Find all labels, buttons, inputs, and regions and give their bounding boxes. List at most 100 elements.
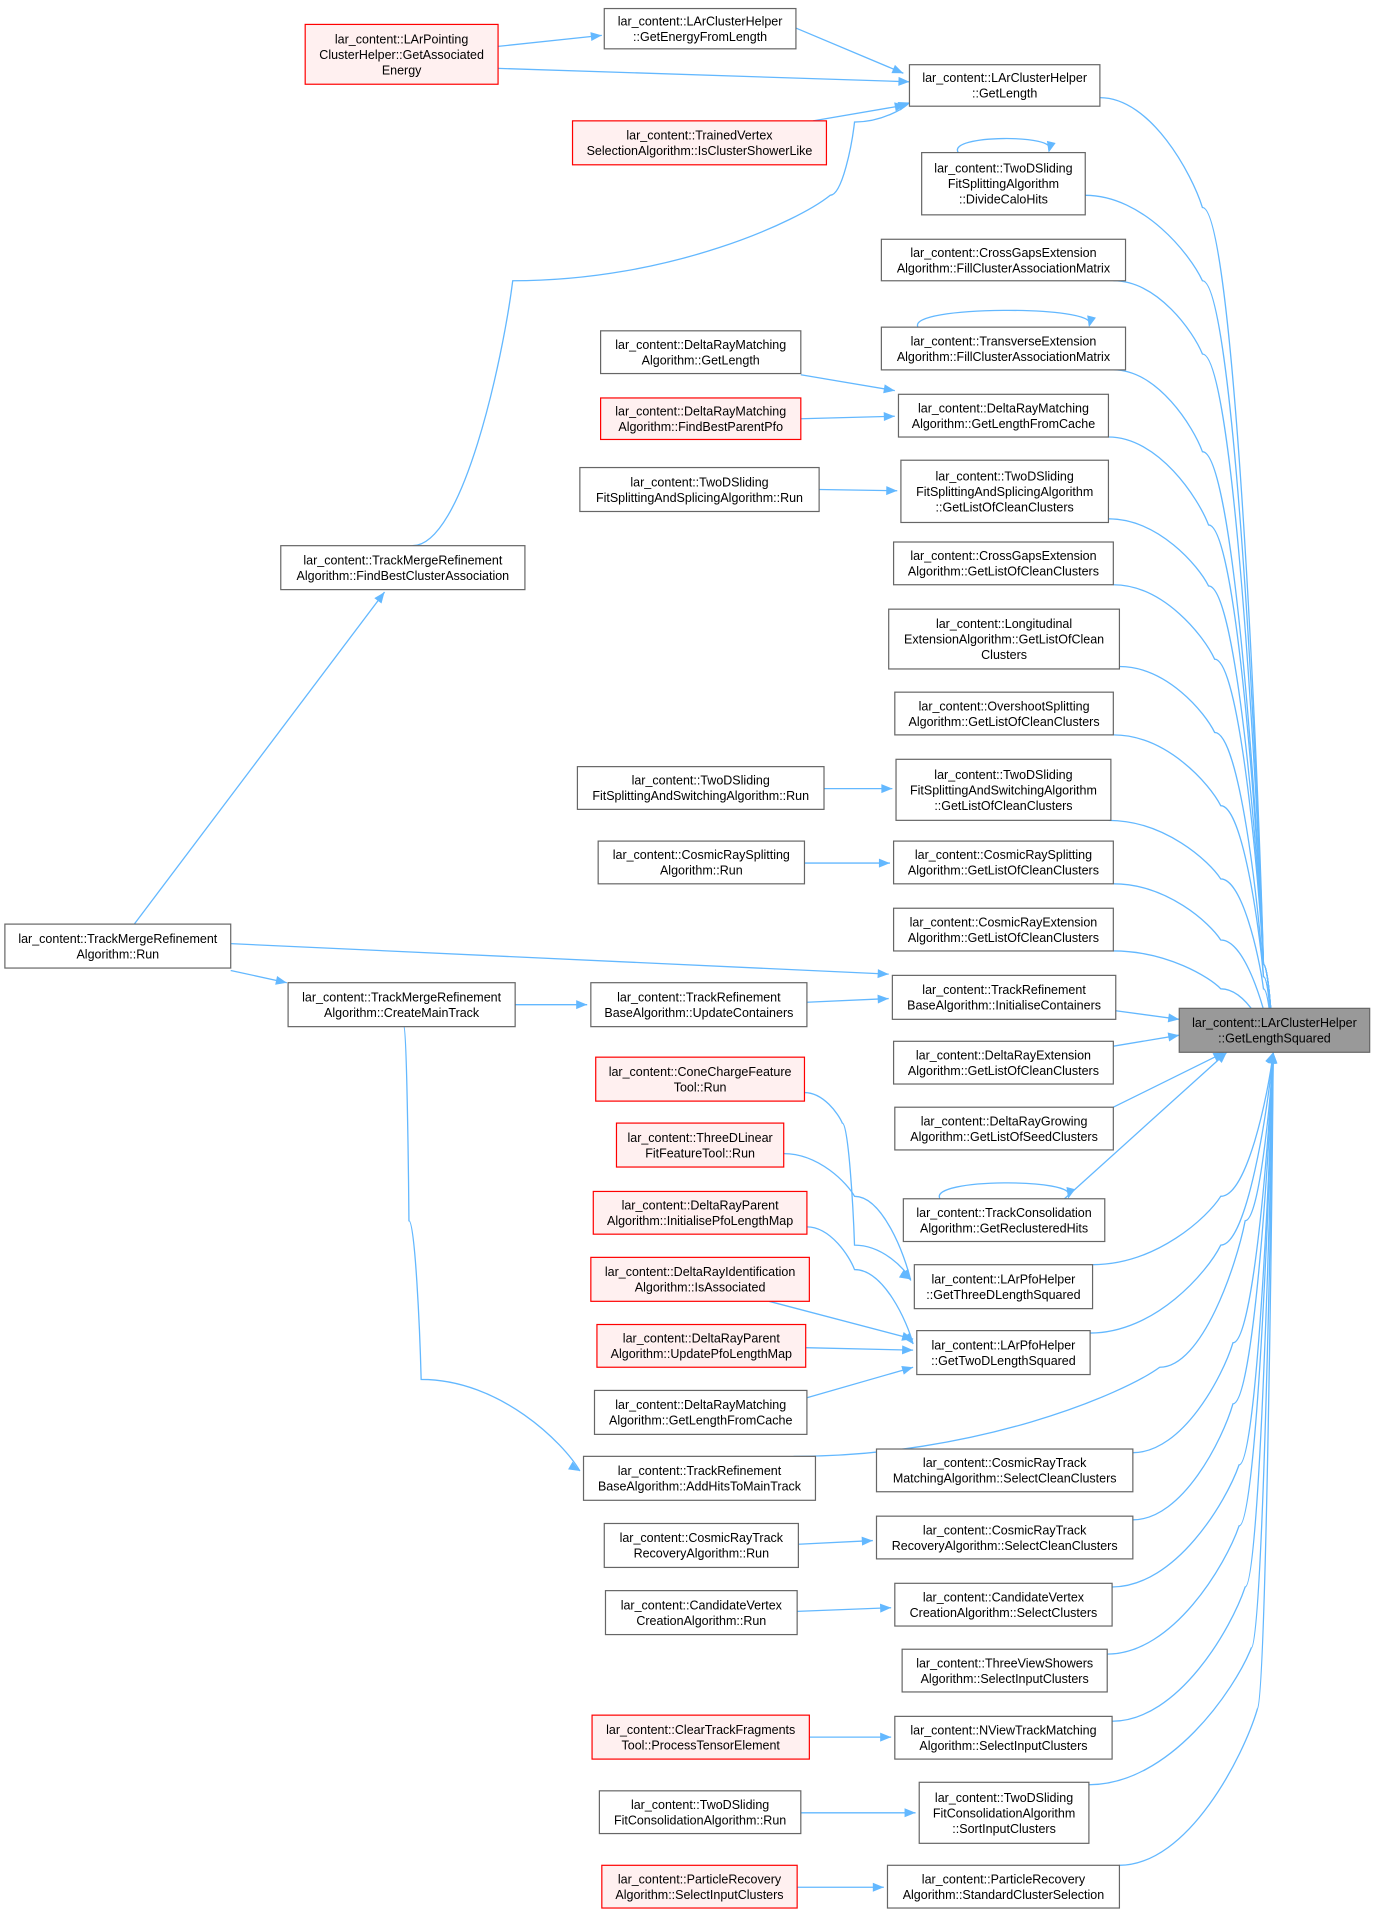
node-drmbestparent[interactable]: lar_content::DeltaRayMatchingAlgorithm::…: [600, 397, 802, 441]
node-box: [908, 64, 1101, 107]
node-traddhits[interactable]: lar_content::TrackRefinementBaseAlgorith…: [582, 1455, 817, 1501]
node-box: [579, 466, 820, 513]
node-drgseed[interactable]: lar_content::DeltaRayGrowingAlgorithm::G…: [894, 1106, 1114, 1151]
edge-prstandard-to-focus: [1119, 1052, 1274, 1866]
node-drelist[interactable]: lar_content::DeltaRayExtensionAlgorithm:…: [892, 1040, 1114, 1085]
node-label: ::GetThreeDLengthSquared: [926, 1288, 1080, 1302]
node-trinit[interactable]: lar_content::TrackRefinementBaseAlgorith…: [891, 974, 1117, 1020]
node-label: FitSplittingAndSplicingAlgorithm: [916, 485, 1093, 499]
self-loop-transversefill: [917, 309, 1090, 328]
node-tdswitchrun[interactable]: lar_content::TwoDSlidingFitSplittingAndS…: [576, 766, 825, 810]
node-threedlinear[interactable]: lar_content::ThreeDLinearFitFeatureTool:…: [615, 1122, 785, 1168]
node-drmcache[interactable]: lar_content::DeltaRayMatchingAlgorithm::…: [897, 393, 1110, 438]
node-trained[interactable]: lar_content::TrainedVertexSelectionAlgor…: [571, 120, 828, 166]
node-prselect[interactable]: lar_content::ParticleRecoveryAlgorithm::…: [601, 1864, 798, 1909]
node-overshootlist[interactable]: lar_content::OvershootSplittingAlgorithm…: [894, 691, 1114, 736]
node-label: FitSplittingAndSwitchingAlgorithm::Run: [592, 789, 809, 803]
node-label: lar_content::ThreeDLinear: [627, 1131, 772, 1145]
node-prstandard[interactable]: lar_content::ParticleRecoveryAlgorithm::…: [886, 1864, 1121, 1909]
node-box: [600, 397, 802, 441]
edge-drident-to-pfo2d: [768, 1300, 914, 1340]
node-drpinit[interactable]: lar_content::DeltaRayParentAlgorithm::In…: [592, 1190, 808, 1235]
node-drmcache2[interactable]: lar_content::DeltaRayMatchingAlgorithm::…: [593, 1389, 808, 1435]
node-box: [897, 393, 1110, 438]
node-box: [582, 1455, 817, 1501]
node-crelist[interactable]: lar_content::CosmicRayExtensionAlgorithm…: [892, 907, 1114, 952]
node-crslist[interactable]: lar_content::CosmicRaySplittingAlgorithm…: [892, 840, 1114, 885]
node-pointing[interactable]: lar_content::LArPointingClusterHelper::G…: [304, 23, 499, 85]
edge-pfo2d-to-focus: [1090, 1052, 1274, 1334]
node-tdconssort[interactable]: lar_content::TwoDSlidingFitConsolidation…: [918, 1781, 1090, 1844]
node-energy[interactable]: lar_content::LArClusterHelper::GetEnergy…: [603, 7, 797, 50]
node-label: Algorithm::GetReclusteredHits: [920, 1221, 1088, 1235]
node-tmcreate[interactable]: lar_content::TrackMergeRefinementAlgorit…: [287, 982, 516, 1028]
node-tdswitchlist[interactable]: lar_content::TwoDSlidingFitSplittingAndS…: [895, 758, 1112, 821]
node-trupdate[interactable]: lar_content::TrackRefinementBaseAlgorith…: [590, 982, 808, 1028]
edge-drgseed-to-focus: [1113, 1051, 1225, 1108]
node-label: ExtensionAlgorithm::GetListOfClean: [904, 633, 1104, 647]
node-box: [601, 1864, 798, 1909]
node-nvtmselect[interactable]: lar_content::NViewTrackMatchingAlgorithm…: [894, 1715, 1113, 1760]
node-tcrecl[interactable]: lar_content::TrackConsolidationAlgorithm…: [902, 1198, 1106, 1243]
edge-crossgapslist-to-focus: [1113, 584, 1274, 1053]
node-box: [892, 541, 1114, 586]
node-label: lar_content::CosmicRayTrack: [923, 1523, 1087, 1537]
edge-pfo3d-to-focus: [1092, 1052, 1274, 1266]
node-label: Algorithm::GetListOfCleanClusters: [908, 931, 1099, 945]
node-box: [596, 1323, 807, 1368]
node-crtrselect[interactable]: lar_content::CosmicRayTrackRecoveryAlgor…: [875, 1515, 1134, 1560]
node-tdconsrun[interactable]: lar_content::TwoDSlidingFitConsolidation…: [598, 1790, 802, 1835]
node-tdsplicerun[interactable]: lar_content::TwoDSlidingFitSplittingAndS…: [579, 466, 820, 513]
node-label: lar_content::TrainedVertex: [626, 129, 773, 143]
arrowhead-drelist-to-focus: [1167, 1032, 1180, 1042]
node-drident[interactable]: lar_content::DeltaRayIdentificationAlgor…: [590, 1256, 810, 1302]
node-label: Algorithm::GetListOfCleanClusters: [908, 1064, 1099, 1078]
node-label: lar_content::CandidateVertex: [621, 1598, 783, 1612]
node-tmfind[interactable]: lar_content::TrackMergeRefinementAlgorit…: [280, 545, 526, 591]
node-tdsplicelist[interactable]: lar_content::TwoDSlidingFitSplittingAndS…: [900, 459, 1110, 524]
node-longlist[interactable]: lar_content::LongitudinalExtensionAlgori…: [888, 608, 1121, 670]
node-label: Algorithm::SelectInputClusters: [919, 1739, 1087, 1753]
node-box: [595, 1056, 806, 1102]
node-cvrun[interactable]: lar_content::CandidateVertexCreationAlgo…: [604, 1590, 798, 1636]
node-transversefill[interactable]: lar_content::TransverseExtensionAlgorith…: [880, 326, 1127, 371]
node-tmrun[interactable]: lar_content::TrackMergeRefinementAlgorit…: [4, 923, 232, 969]
node-box: [592, 1190, 808, 1235]
node-pfo3d[interactable]: lar_content::LArPfoHelper::GetThreeDLeng…: [913, 1264, 1094, 1310]
node-ctfprocess[interactable]: lar_content::ClearTrackFragmentsTool::Pr…: [591, 1714, 810, 1760]
node-label: lar_content::CrossGapsExtension: [910, 549, 1096, 563]
node-label: lar_content::TwoDSliding: [632, 774, 770, 788]
node-box: [280, 545, 526, 591]
node-drpupdate[interactable]: lar_content::DeltaRayParentAlgorithm::Up…: [596, 1323, 807, 1368]
arrowhead-self-loop-transversefill: [1087, 315, 1096, 328]
edge-crtrrun-to-crtrselect: [798, 1539, 873, 1545]
edge-transversefill-to-focus: [1113, 369, 1274, 1053]
node-label: lar_content::TrackRefinement: [617, 990, 781, 1004]
node-label: Algorithm::FindBestClusterAssociation: [297, 569, 510, 583]
arrowhead-tmcreate-to-trupdate: [576, 1000, 588, 1010]
node-getlength[interactable]: lar_content::LArClusterHelper::GetLength: [908, 64, 1101, 107]
node-label: FitConsolidationAlgorithm: [933, 1806, 1075, 1820]
node-crossgapslist[interactable]: lar_content::CrossGapsExtensionAlgorithm…: [892, 541, 1114, 586]
node-label: lar_content::TrackRefinement: [922, 983, 1086, 997]
node-drmgetlength[interactable]: lar_content::DeltaRayMatchingAlgorithm::…: [600, 330, 802, 375]
arrowhead-drmcache2-to-pfo2d: [901, 1365, 914, 1375]
node-label: lar_content::ParticleRecovery: [922, 1872, 1086, 1886]
node-label: lar_content::TrackRefinement: [618, 1464, 782, 1478]
edge-energy-to-getlength: [795, 27, 904, 74]
node-dividecalo[interactable]: lar_content::TwoDSlidingFitSplittingAlgo…: [921, 151, 1086, 216]
node-tvsselect[interactable]: lar_content::ThreeViewShowersAlgorithm::…: [901, 1648, 1108, 1693]
node-crtmselect[interactable]: lar_content::CosmicRayTrackMatchingAlgor…: [875, 1448, 1134, 1493]
node-crsrun[interactable]: lar_content::CosmicRaySplittingAlgorithm…: [597, 840, 806, 885]
node-focus[interactable]: lar_content::LArClusterHelper::GetLength…: [1178, 1007, 1371, 1053]
node-pfo2d[interactable]: lar_content::LArPfoHelper::GetTwoDLength…: [916, 1330, 1091, 1376]
node-label: lar_content::DeltaRayMatching: [918, 401, 1089, 415]
node-box: [615, 1122, 785, 1168]
node-crossgapsfill[interactable]: lar_content::CrossGapsExtensionAlgorithm…: [880, 238, 1127, 282]
node-box: [902, 1198, 1106, 1243]
edge-drmbestparent-to-drmcache: [800, 415, 895, 420]
node-crtrrun[interactable]: lar_content::CosmicRayTrackRecoveryAlgor…: [603, 1522, 799, 1569]
node-cvselect[interactable]: lar_content::CandidateVertexCreationAlgo…: [894, 1582, 1113, 1627]
node-label: Algorithm::FillClusterAssociationMatrix: [897, 350, 1111, 364]
